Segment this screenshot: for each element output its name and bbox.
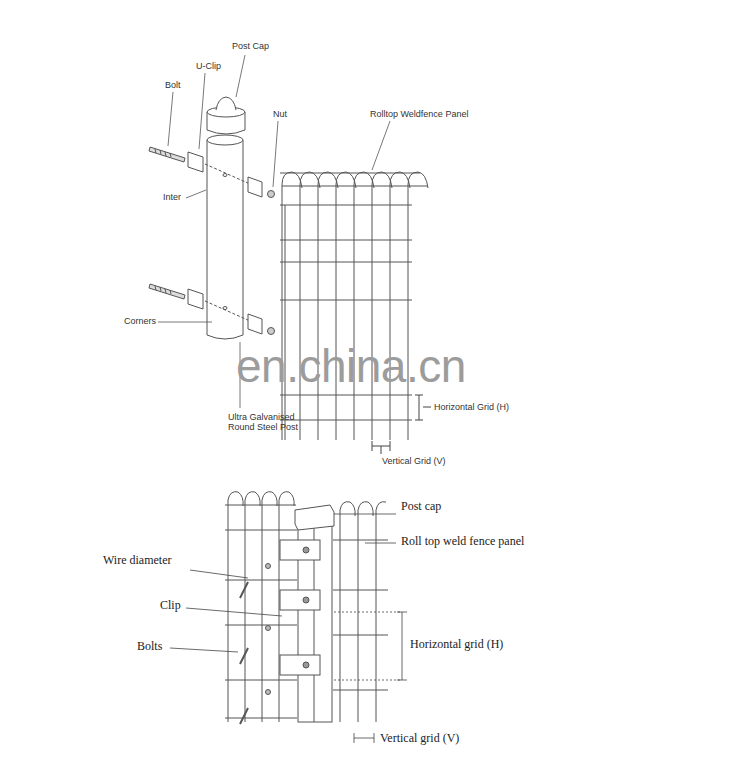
part-label: Roll top weld fence panel xyxy=(401,535,524,549)
part-label: Clip xyxy=(160,599,181,613)
part-label: Ultra Galvanised Round Steel Post xyxy=(228,412,310,433)
dimension-label: Vertical grid (V) xyxy=(380,732,459,746)
part-label: Post Cap xyxy=(232,41,269,51)
top-panel xyxy=(280,172,428,440)
clips xyxy=(266,540,321,695)
part-label: Post cap xyxy=(401,500,441,514)
part-label: Wire diameter xyxy=(103,554,171,568)
square-post xyxy=(295,505,334,722)
post-cap xyxy=(207,97,245,134)
part-label: Nut xyxy=(273,109,287,119)
part-label: Bolts xyxy=(137,640,162,654)
round-post xyxy=(207,135,243,339)
part-label: Bolt xyxy=(165,80,181,90)
part-label: U-Clip xyxy=(196,61,221,71)
watermark: en.china.cn xyxy=(236,340,466,393)
bottom-leader-lines xyxy=(170,514,407,743)
dimension-label: Horizontal grid (H) xyxy=(410,638,503,652)
bottom-panels xyxy=(225,492,388,722)
part-label: Inter xyxy=(163,192,181,202)
dimension-label: Vertical Grid (V) xyxy=(382,456,446,466)
bolt-sets xyxy=(149,147,275,335)
grid-dimensions xyxy=(372,395,431,454)
part-label: Rolltop Weldfence Panel xyxy=(370,109,468,119)
dimension-label: Horizontal Grid (H) xyxy=(434,402,509,412)
part-label: Corners xyxy=(124,316,156,326)
loose-bolts xyxy=(240,582,248,724)
